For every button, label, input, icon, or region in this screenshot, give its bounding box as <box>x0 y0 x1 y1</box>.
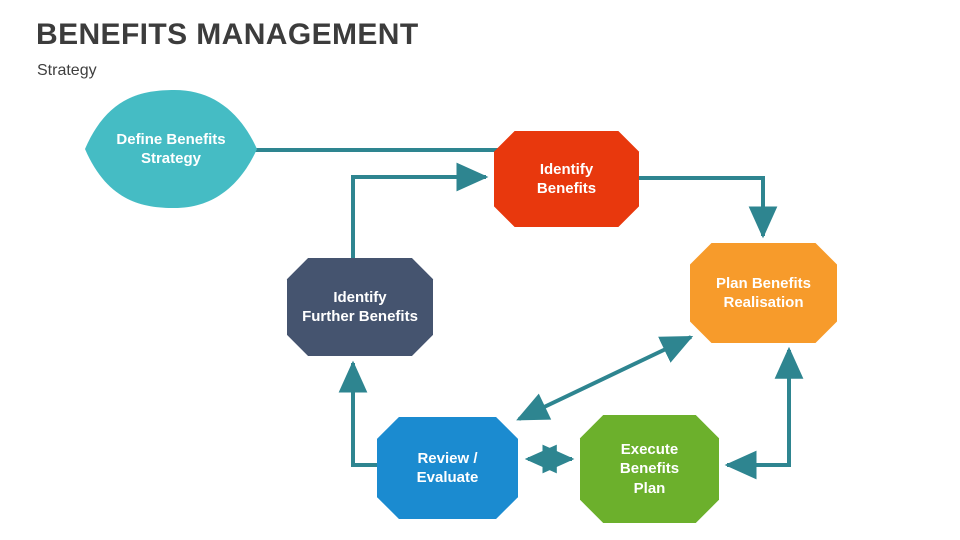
node-plan-benefits-realisation[interactable] <box>690 243 837 343</box>
node-identify-further-benefits[interactable] <box>287 258 433 356</box>
page-title: BENEFITS MANAGEMENT <box>36 18 419 51</box>
connector-review-to-plan-diagonal <box>516 335 694 421</box>
node-review-evaluate[interactable] <box>377 417 518 519</box>
connector-review-to-further-benefits <box>338 360 381 467</box>
connector-further-benefits-to-identify-benefits <box>351 162 489 262</box>
connector-identify-benefits-to-plan <box>637 176 778 239</box>
page-subtitle: Strategy <box>37 62 97 79</box>
node-define-benefits-strategy[interactable] <box>85 90 257 208</box>
node-identify-benefits[interactable] <box>494 131 639 227</box>
connector-plan-to-execute <box>724 346 804 480</box>
node-execute-benefits-plan[interactable] <box>580 415 719 523</box>
